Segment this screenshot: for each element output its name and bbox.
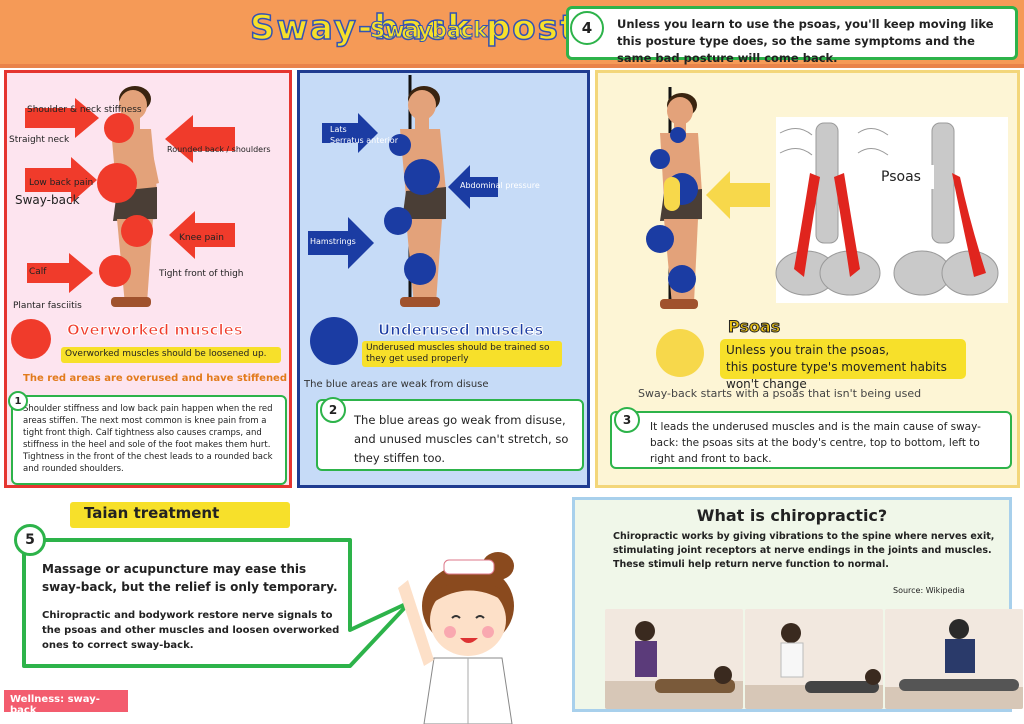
overworked-muscle-panel: Shoulder & neck stiffness Straight neck … [4,70,292,488]
psoas-label: Psoas [868,165,934,189]
underused-summary: The blue areas are weak from disuse [304,379,489,390]
label-abdominal-pressure: Abdominal pressure [460,181,540,190]
label-plantar-fasciitis: Plantar fasciitis [13,301,82,311]
body-figure-blue [308,75,498,365]
overworked-heading: Overworked muscles [67,321,244,340]
label-knee-pain: Knee pain [179,233,224,243]
overworked-note: Overworked muscles should be loosened up… [61,347,281,363]
badge-1: 1 [8,391,28,411]
label-serratus: Serratus anterior [330,136,398,145]
info-box-2-text: The blue areas go weak from disuse, and … [354,413,569,465]
psoas-panel: Psoas Psoas Unless you train the psoas, … [595,70,1020,488]
psoas-note: Unless you train the psoas, this posture… [720,339,966,391]
treatment-photo-1 [605,609,743,709]
underused-note: Underused muscles should be trained so t… [362,341,562,367]
label-lats: Lats [330,125,347,134]
underused-heading: Underused muscles [377,321,544,340]
label-straight-neck: Straight neck [9,135,70,145]
label-front-thigh: Tight front of thigh [159,269,244,279]
info-box-2: The blue areas go weak from disuse, and … [316,399,584,471]
underused-muscle-panel: Lats Serratus anterior Abdominal pressur… [297,70,590,488]
psoas-heading: Psoas [727,317,781,337]
chiropractic-section: What is chiropractic? Chiropractic works… [572,497,1023,712]
note-4-box: Unless you learn to use the psoas, you'l… [566,6,1018,65]
treatment-photo-3 [885,609,1023,709]
chiropractic-text: Chiropractic works by giving vibrations … [613,531,995,570]
chiropractic-heading: What is chiropractic? [696,506,888,525]
badge-5: 5 [14,524,46,556]
info-box-3: It leads the underused muscles and is th… [610,411,1012,469]
treatment-heading-bg [70,502,290,528]
badge-3: 3 [614,407,640,433]
psoas-note-line-2: this posture type's movement habits won'… [726,360,947,391]
nurse-mascot-icon [398,552,514,724]
chiropractic-source: Source: Wikipedia [893,586,965,595]
treatment-heading: Taian treatment [84,504,220,522]
info-box-1: Shoulder stiffness and low back pain hap… [11,395,287,485]
info-box-1-text: Shoulder stiffness and low back pain hap… [23,404,273,474]
treatment-text-1: Massage or acupuncture may ease this swa… [42,562,338,594]
label-rounded-back: Rounded back / shoulders [167,145,271,154]
page-subtitle: Swayback [369,18,488,43]
note-4-text: Unless you learn to use the psoas, you'l… [617,17,994,65]
label-hamstrings: Hamstrings [310,237,356,246]
badge-2: 2 [320,397,346,423]
label-neck-stiffness: Shoulder & neck stiffness [27,105,142,115]
treatment-section: Taian treatment 5 Massage or acupuncture… [0,490,570,724]
category-tag: Wellness: sway-back [4,690,128,716]
body-figure-red [11,86,235,359]
body-figure-yellow [646,87,1008,377]
treatment-photo-2 [745,609,883,709]
label-low-back-pain: Low back pain [29,178,94,188]
psoas-summary: Sway-back starts with a psoas that isn't… [638,387,922,400]
label-calf: Calf [29,267,47,277]
label-sway-back: Sway-back [15,193,80,207]
psoas-note-line-1: Unless you train the psoas, [726,343,890,357]
badge-4: 4 [570,11,604,45]
overworked-summary: The red areas are overused and have stif… [23,373,287,384]
treatment-text-2: Chiropractic and bodywork restore nerve … [42,610,340,651]
info-box-3-text: It leads the underused muscles and is th… [650,421,981,465]
